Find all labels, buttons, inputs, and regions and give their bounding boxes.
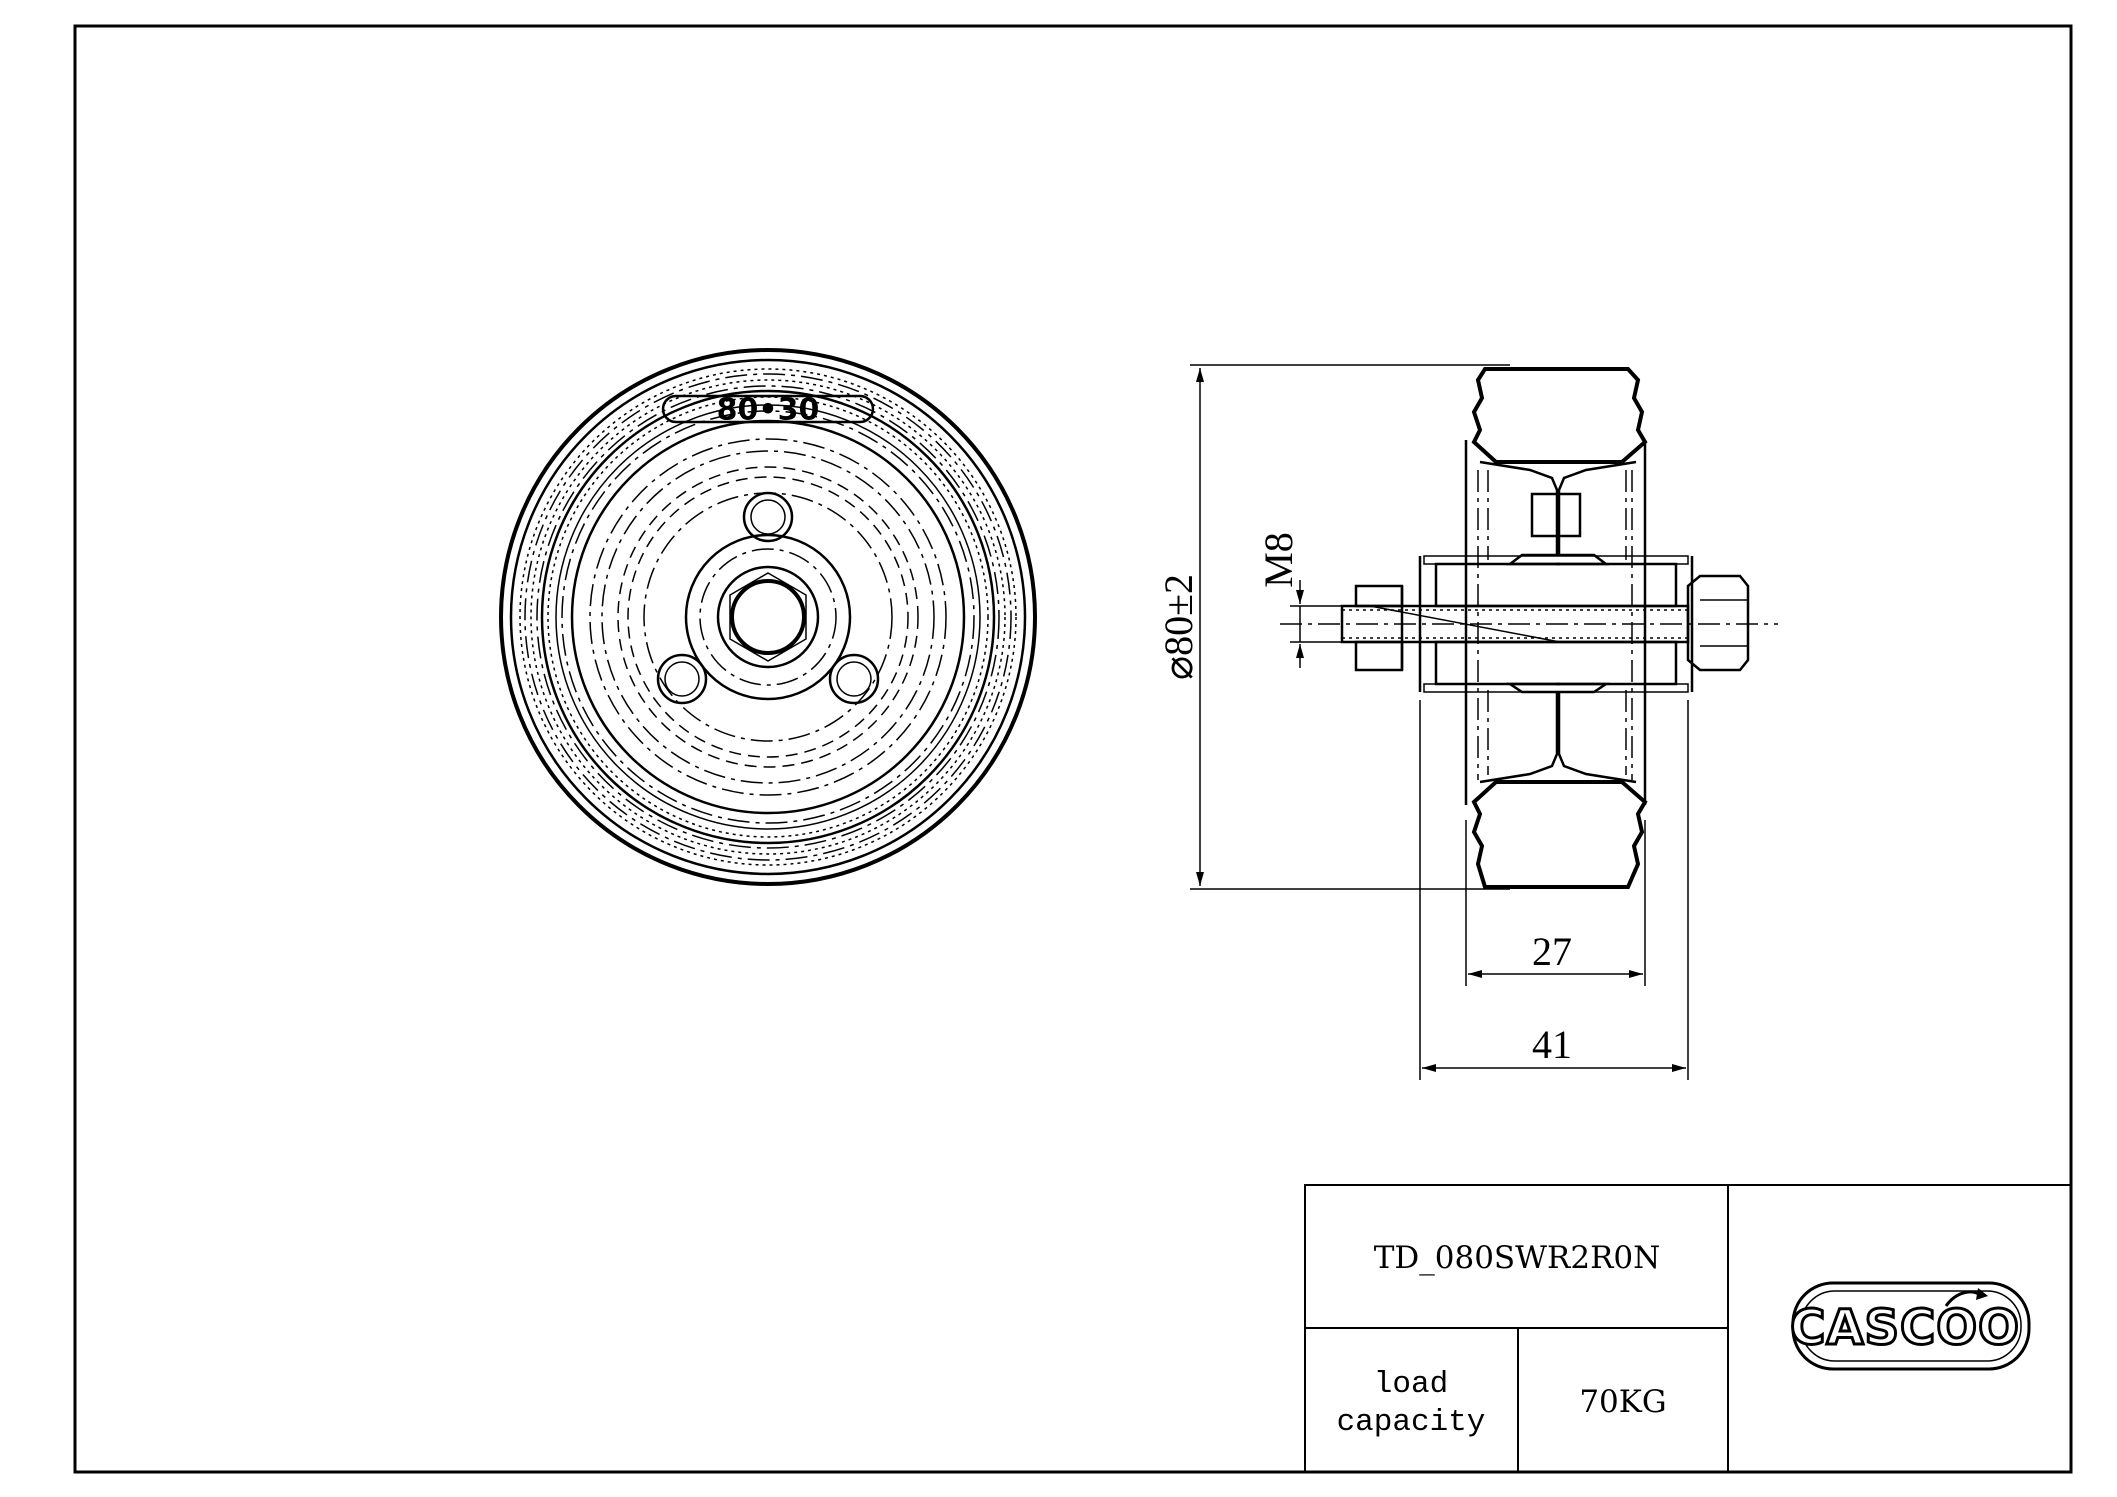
brand-logo: CASCOO [1789, 1281, 2031, 1371]
part-number-label: TD_080SWR2R0N [1374, 1240, 1661, 1276]
hub-bushing-bottom [1434, 640, 1678, 686]
title-block: TD_080SWR2R0N load capacity 70KG CASCOO [1304, 1184, 2072, 1473]
tyre-section-bottom [1471, 780, 1648, 889]
bolt-hole [656, 653, 708, 705]
thread-dimension-label: M8 [1256, 532, 1301, 588]
wheel-side-section-view [1280, 367, 1778, 889]
bolt-head [1686, 574, 1750, 672]
load-capacity-value: 70KG [1579, 1384, 1666, 1420]
tread-width-dimension-label: 27 [1532, 929, 1572, 974]
diameter-dimension-label: ⌀80±2 [1156, 574, 1201, 680]
load-capacity-label-line1: load [1374, 1367, 1448, 1402]
tyre-section-top [1471, 367, 1648, 464]
hub-marking-label: 80•30 [717, 393, 820, 428]
hub-bushing-top [1434, 562, 1678, 608]
load-capacity-label-line2: capacity [1337, 1405, 1486, 1440]
bearing-block [1530, 492, 1582, 538]
dimension-annotations: ⌀80±2 M8 27 41 [1156, 364, 1689, 1080]
axle-nut [1354, 584, 1404, 608]
sheet-border [73, 24, 2073, 1474]
brand-logo-text: CASCOO [1790, 1300, 2020, 1356]
overall-width-dimension-label: 41 [1532, 1022, 1572, 1067]
bolt-hole [828, 653, 880, 705]
bolt-hole [742, 491, 794, 543]
wheel-arrow-icon [1944, 1288, 1988, 1307]
wheel-front-view: 80•30 [499, 348, 1037, 886]
